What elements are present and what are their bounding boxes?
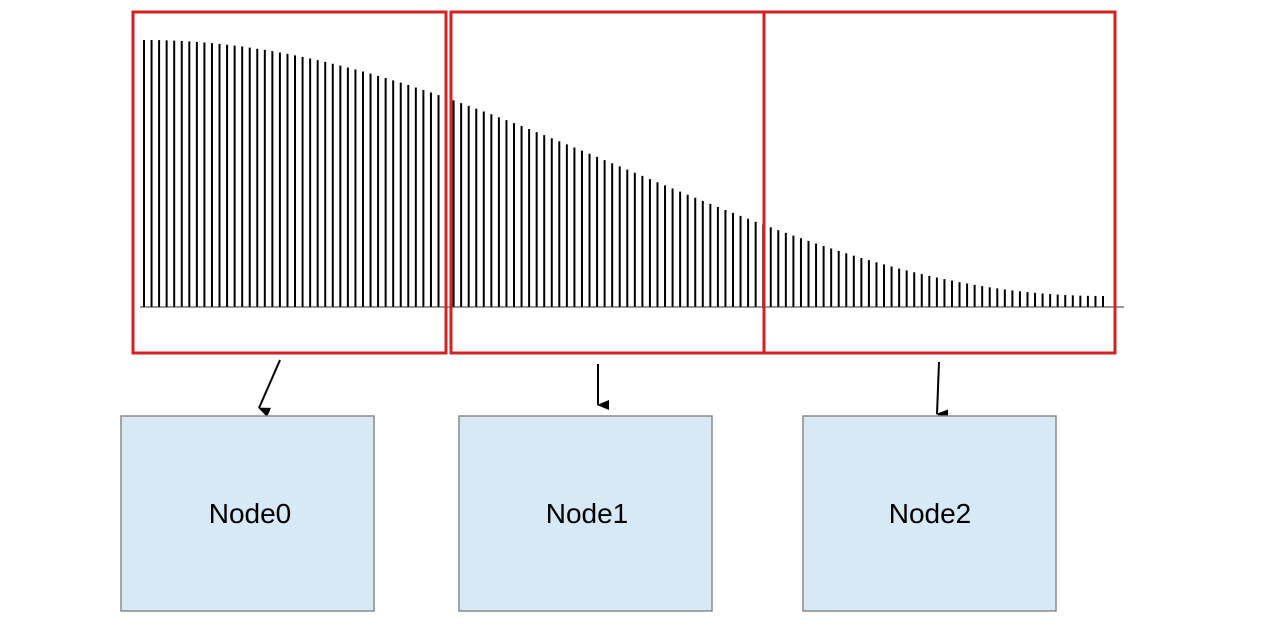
node-1-label: Node1 <box>546 498 629 529</box>
bar-series <box>143 40 1104 307</box>
node-2-box <box>802 415 1057 612</box>
node-1: Node1 <box>458 415 713 612</box>
node-0-box <box>120 415 375 612</box>
node-0: Node0 <box>120 415 375 612</box>
arrow-to-node0 <box>258 359 281 417</box>
node-2: Node2 <box>802 415 1057 612</box>
partition-box-2 <box>762 10 1117 355</box>
partition-box-0 <box>131 10 448 355</box>
node-0-label: Node0 <box>209 498 292 529</box>
arrow-to-node2 <box>936 361 949 420</box>
node-1-box <box>458 415 713 612</box>
node-2-label: Node2 <box>889 498 972 529</box>
